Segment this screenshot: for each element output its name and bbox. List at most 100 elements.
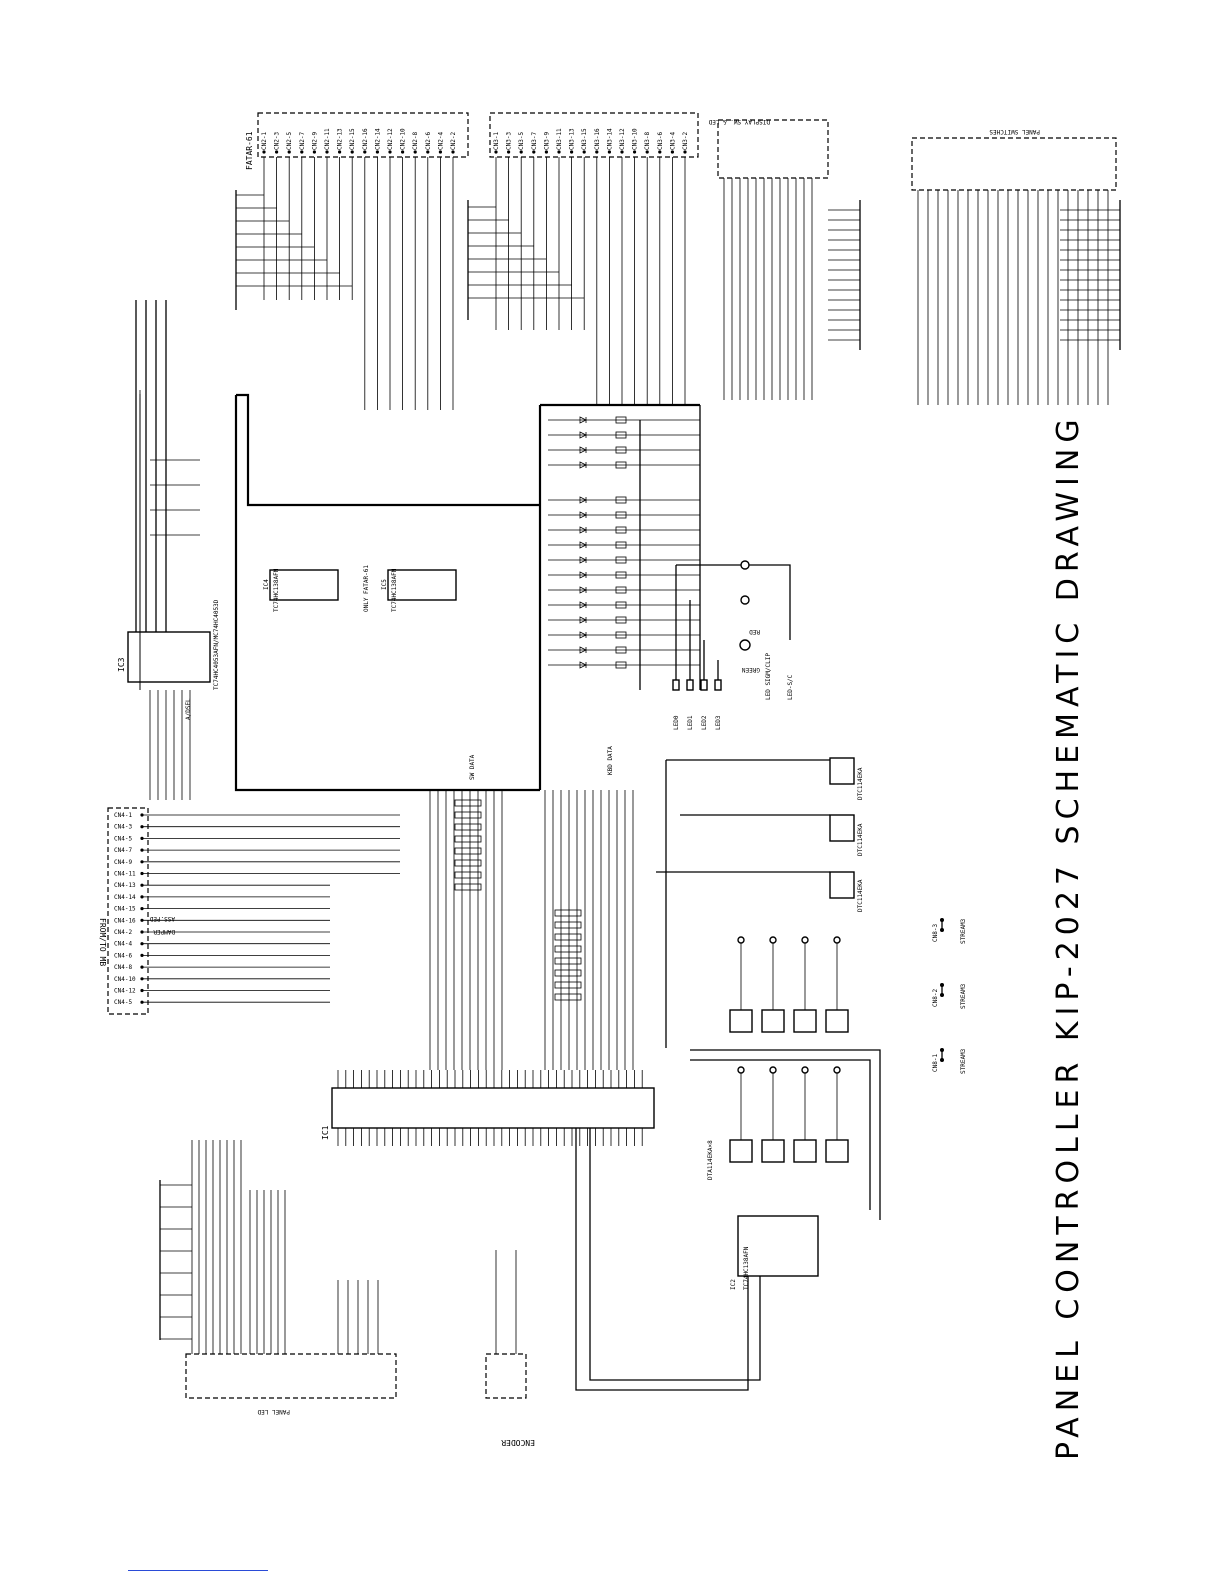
transistor-icon <box>761 1009 785 1033</box>
fatar-pin-label: CN2-6 <box>425 132 432 150</box>
resistor-icon <box>454 799 482 807</box>
ic2-chip <box>737 1215 819 1277</box>
display-connector-label: DISPLAY SW. & LED <box>708 118 770 125</box>
ic4-label: IC4 <box>263 579 270 590</box>
fatar-pin-label: CN3-11 <box>556 128 563 150</box>
switch-icon <box>615 461 627 469</box>
ic3-input-lines <box>135 300 167 632</box>
resistor-icon <box>454 811 482 819</box>
connector-pin <box>413 150 417 154</box>
green-label: GREEN <box>742 666 760 673</box>
damper-label: DAMPER <box>153 928 175 935</box>
fatar-pin-label: CN3-12 <box>619 128 626 150</box>
q1-transistor <box>829 757 855 785</box>
switch-icon <box>615 526 627 534</box>
diode-icon <box>579 661 587 669</box>
connector-pin <box>388 150 392 154</box>
diode-icon <box>579 431 587 439</box>
jumper-label: CN8-3 <box>932 924 939 942</box>
connector-pin <box>275 150 279 154</box>
led-wires <box>675 564 791 680</box>
dta-label: DTA114EKA×8 <box>707 1140 714 1180</box>
assped-label: ASS.PED <box>149 915 175 922</box>
fatar-pin-label: CN2-7 <box>299 132 306 150</box>
transistor-drivers: DTC114EKA DTC114EKA DTC114EKA KBD DATA S… <box>469 746 864 1048</box>
connector-pin <box>401 150 405 154</box>
ic3-block: IC3 TC74HC4053AFN/MC74HC4053D A/DSEL <box>117 599 220 720</box>
switch-icon <box>615 601 627 609</box>
diode-icon <box>579 631 587 639</box>
diode-icon <box>579 526 587 534</box>
mb-pin-label: CN4-16 <box>114 917 136 924</box>
fatar-pin-label: CN3-15 <box>581 128 588 150</box>
resistor-icon <box>554 909 582 917</box>
ic3-a-dsel: A/DSEL <box>185 698 192 720</box>
connector-pin <box>570 150 574 154</box>
led-d15-icon <box>740 560 750 570</box>
bicolor-led-icon <box>739 639 751 651</box>
fatar-pin-label: CN2-15 <box>349 128 356 150</box>
display-connector-box <box>717 119 829 179</box>
switch-icon <box>615 446 627 454</box>
ic4-part: TC74HC138AFN <box>273 568 280 612</box>
bus-ss <box>236 393 540 507</box>
encoder-label: ENCODER <box>501 1438 535 1447</box>
connector-pin <box>683 150 687 154</box>
connector-pin <box>607 150 612 154</box>
switch-icon <box>615 661 627 669</box>
diode-icon <box>579 446 587 454</box>
dtc-label-2: DTC114EKA <box>857 823 864 856</box>
switch-icon <box>615 431 627 439</box>
driver-wires <box>656 759 830 1048</box>
connector-pin <box>494 150 498 154</box>
connector-pin <box>595 150 599 154</box>
ic5-block: IC5 TC74HC138AFN ONLY FATAR-61 <box>363 565 457 612</box>
resistor-icon <box>454 883 482 891</box>
led-icon <box>801 936 809 944</box>
transistor-icon <box>729 1009 753 1033</box>
ic2-label: IC2 <box>730 1279 737 1290</box>
connector-pin <box>438 150 442 154</box>
transistor-icon <box>793 1139 817 1163</box>
connector-pin <box>645 150 649 154</box>
transistor-icon <box>729 1139 753 1163</box>
mb-pin-label: CN4-7 <box>114 847 132 854</box>
title-block: PANEL CONTROLLER KIP-2027 SCHEMATIC DRAW… <box>1051 413 1086 1460</box>
panel-led-section <box>159 1140 517 1354</box>
switch-icon <box>615 631 627 639</box>
ic1-block: IC1 <box>321 1070 655 1146</box>
jumper-label: CN8-1 <box>932 1054 939 1072</box>
fatar-pin-label: CN3-6 <box>657 132 664 150</box>
mb-connector-label: FROM/TO MB <box>98 918 107 966</box>
diode-icon <box>579 616 587 624</box>
led-connector-pad <box>686 679 694 691</box>
mb-pin-label: CN4-15 <box>114 906 136 913</box>
fatar-pin-label: CN3-7 <box>531 132 538 150</box>
connector-pin <box>363 150 367 154</box>
diode-icon <box>579 556 587 564</box>
panel-led-connector: PANEL LED <box>185 1353 397 1415</box>
ic3-label: IC3 <box>117 657 126 672</box>
mb-pin-label: CN4-3 <box>114 824 132 831</box>
array-wires <box>690 1049 881 1220</box>
fatar-pin-label: CN3-8 <box>644 132 651 150</box>
panel-switches-connector: PANEL SWITCHES <box>911 128 1117 191</box>
q2-transistor <box>829 814 855 842</box>
connector-pin <box>557 150 561 154</box>
connector-pin <box>620 150 624 154</box>
stream-label: STREAM3 <box>960 918 967 944</box>
switch-icon <box>615 571 627 579</box>
diode-icon <box>579 601 587 609</box>
diode-icon <box>579 461 587 469</box>
fatar-pin-label: CN2-14 <box>374 128 381 150</box>
fatar-connector-box <box>257 112 469 158</box>
mb-pin-group: CN4-1CN4-3CN4-5CN4-7CN4-9CN4-11CN4-13CN4… <box>114 812 400 1006</box>
connector-pin <box>451 150 455 154</box>
led-connector-pad <box>714 679 722 691</box>
ic1-pin-group <box>337 1070 643 1146</box>
led-icon <box>769 936 777 944</box>
resistor-icon <box>554 969 582 977</box>
panel-switches-label: PANEL SWITCHES <box>989 128 1040 135</box>
